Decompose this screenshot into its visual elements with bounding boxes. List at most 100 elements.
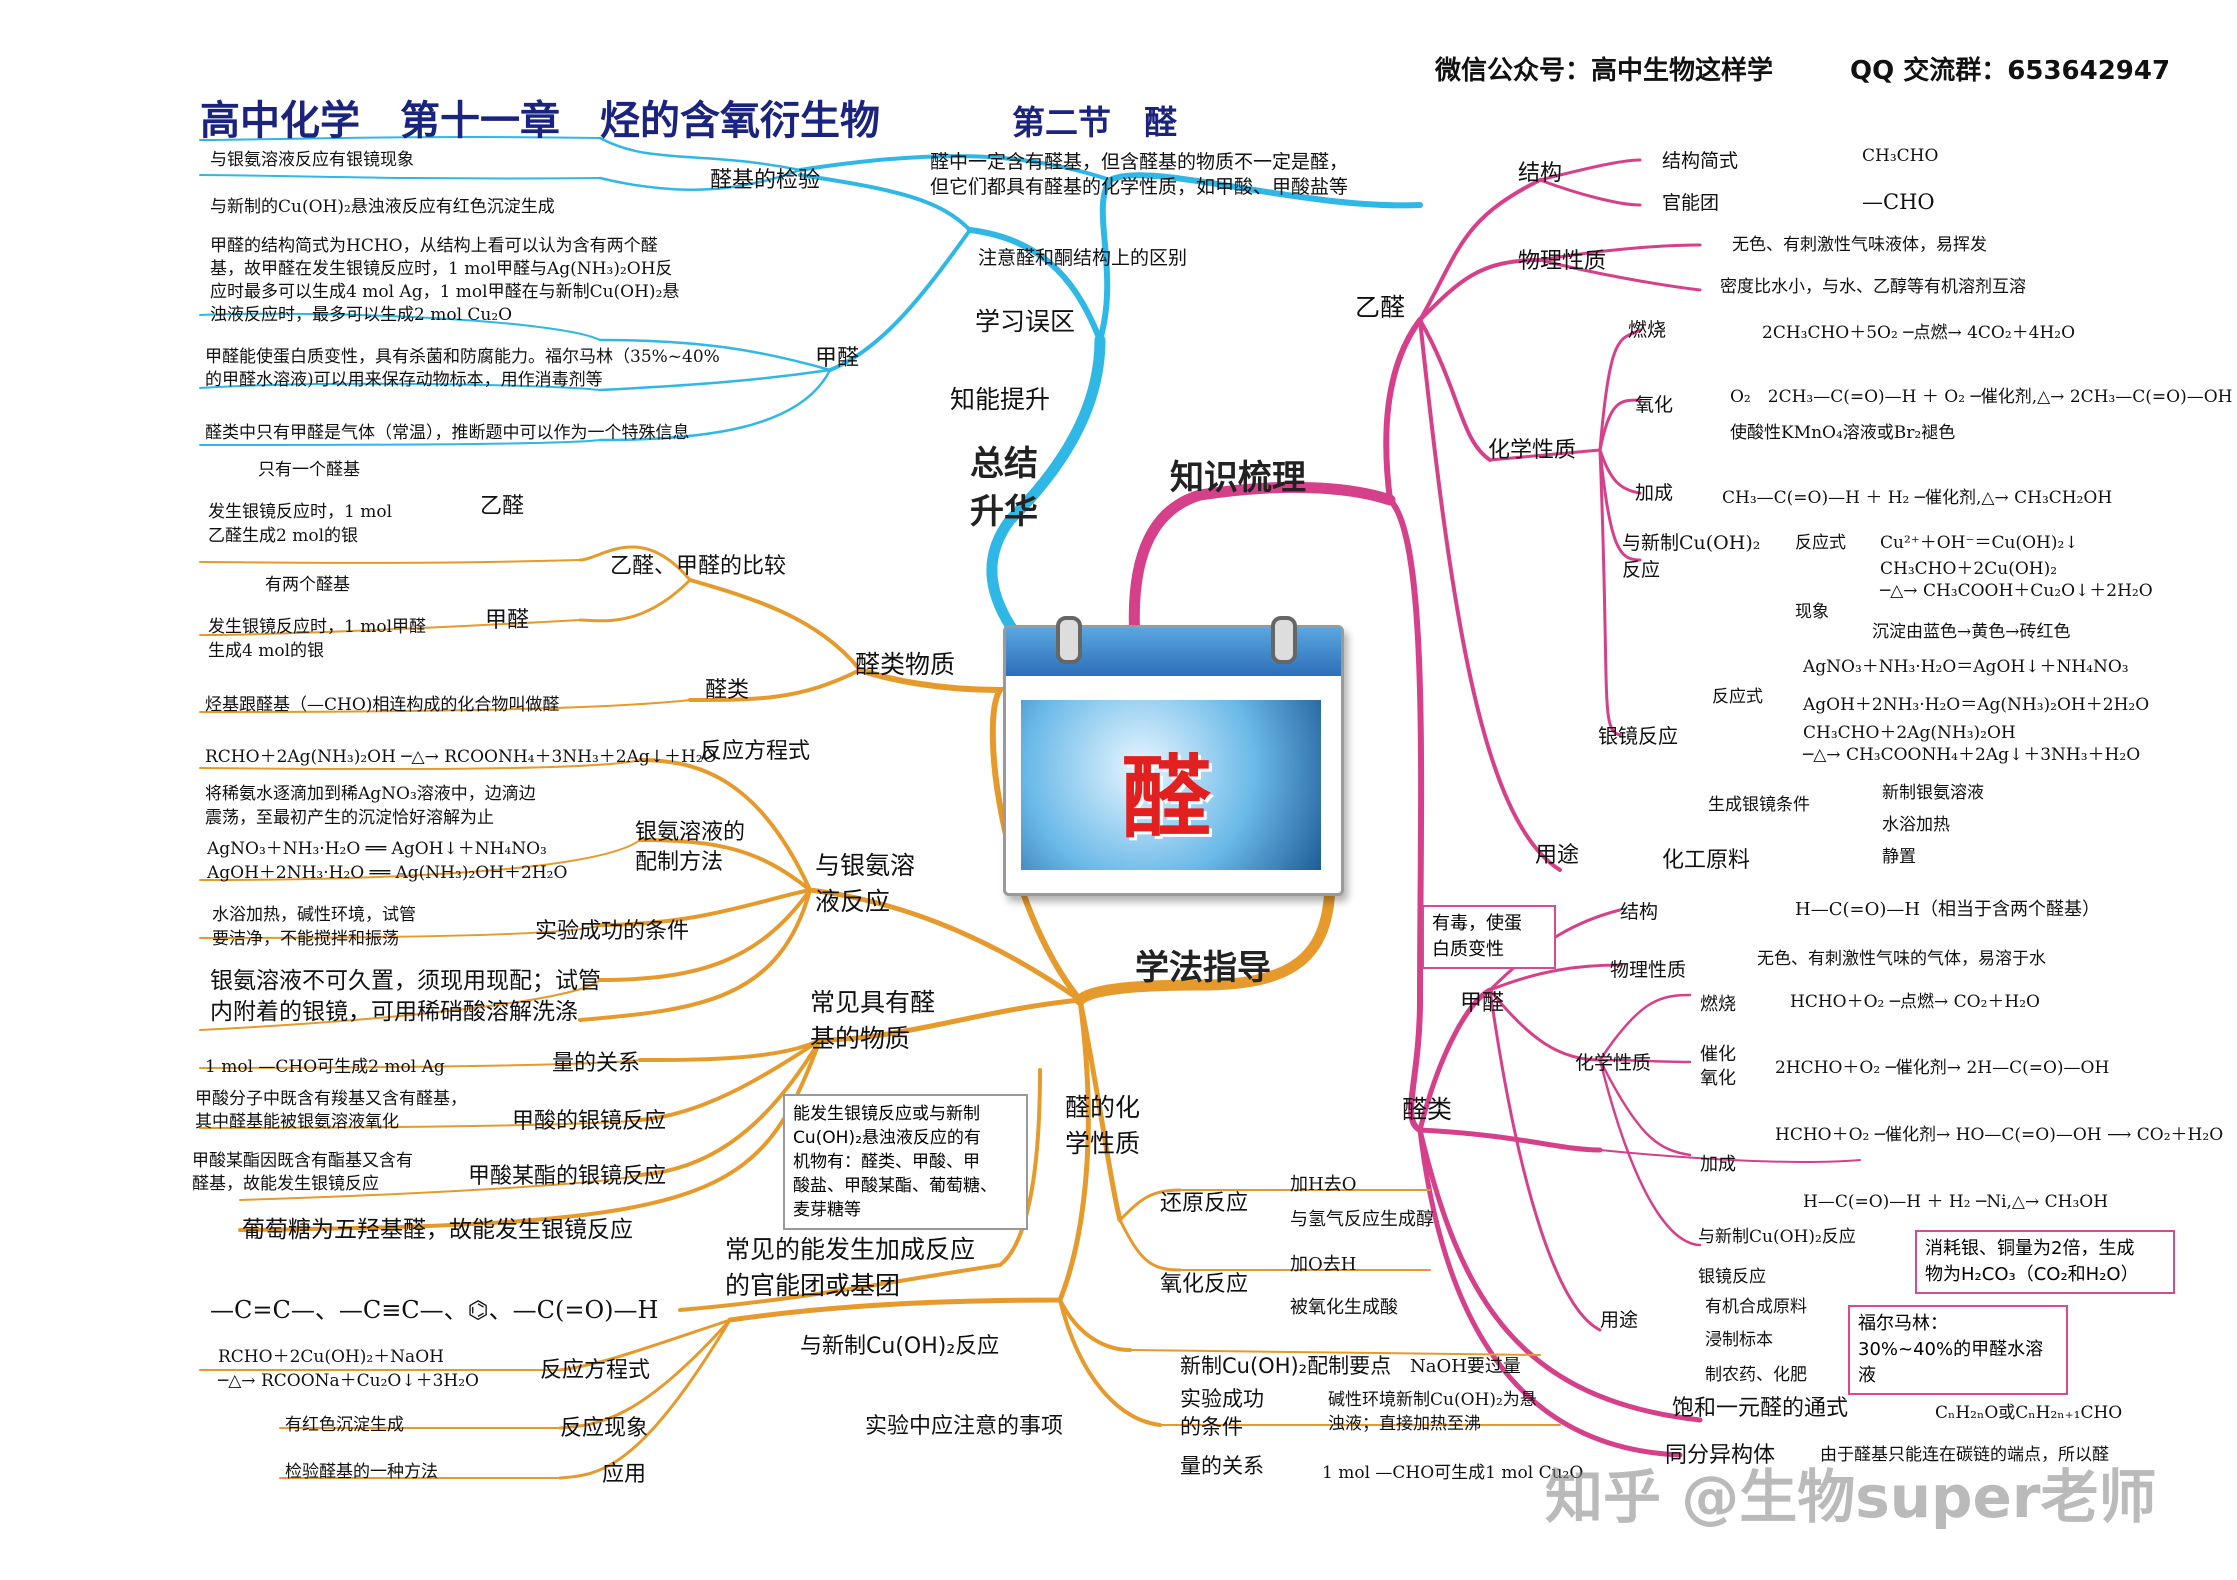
formalin-note: 福尔马林：30%~40%的甲醛水溶液: [1848, 1305, 2068, 1395]
calendar-ring-left: [1056, 616, 1082, 664]
methanal-use-2: 浸制标本: [1705, 1330, 1773, 1350]
glucose-note: 葡萄糖为五羟基醛，故能发生银镜反应: [242, 1217, 633, 1243]
section-title: 第二节 醛: [1012, 103, 1177, 142]
acet-short: CH₃CHO: [1862, 146, 1939, 166]
methanal-add-eq: H—C(=O)—H ＋ H₂ ─Ni,△→ CH₃OH: [1803, 1192, 2109, 1212]
node-formate-silver: 甲酸某酯的银镜反应: [468, 1164, 667, 1189]
copper-qty: 1 mol —CHO可生成1 mol Cu₂O: [1322, 1463, 1584, 1483]
silver-equation: RCHO＋2Ag(NH₃)₂OH ─△→ RCOONH₄＋3NH₃＋2Ag↓＋H…: [205, 747, 717, 767]
node-isomer: 同分异构体: [1665, 1443, 1776, 1468]
node-copper-eq: 反应方程式: [540, 1358, 651, 1383]
methanal-phys: 无色、有刺激性气味的气体，易溶于水: [1757, 949, 2046, 969]
acet-add-eq: CH₃—C(=O)—H ＋ H₂ ─催化剂,△→ CH₃CH₂OH: [1722, 488, 2113, 508]
node-methanal-use: 用途: [1600, 1309, 1639, 1331]
center-label: 醛: [1121, 746, 1211, 851]
oxidation-1: 加O去H: [1290, 1254, 1357, 1275]
acet-cu-phen: 沉淀由蓝色→黄色→砖红色: [1872, 622, 2071, 642]
acet-cu-phen-label: 现象: [1795, 602, 1829, 622]
node-copper-cond: 实验成功的条件: [1180, 1387, 1264, 1439]
acet-silver-eq-label: 反应式: [1712, 687, 1763, 707]
acet-phys-1: 无色、有刺激性气味液体，易挥发: [1732, 235, 1987, 255]
wechat-account: 微信公众号：高中生物这样学: [1435, 56, 1774, 86]
node-aldehyde-chem: 醛的化学性质: [1065, 1093, 1141, 1158]
acet-silver-eq1: AgNO₃＋NH₃·H₂O＝AgOH↓＋NH₄NO₃: [1803, 657, 2129, 677]
node-silver-ammonia: 与银氨溶液反应: [815, 851, 916, 916]
node-aldehyde-class: 醛类: [705, 678, 750, 703]
node-formaldehyde-summary: 甲醛: [815, 346, 860, 371]
node-compare-formaldehyde: 甲醛: [485, 608, 530, 633]
page-title: 高中化学 第十一章 烃的含氧衍生物: [200, 98, 880, 144]
node-misconceptions: 学习误区: [975, 307, 1076, 336]
formic-text: 甲酸分子中既含有羧基又含有醛基，其中醛基能被银氨溶液氧化: [195, 1089, 467, 1132]
knowledge-branches: [1128, 158, 1861, 1458]
acet-silver-cond-2: 水浴加热: [1882, 815, 1950, 835]
node-copper-prep: 新制Cu(OH)₂配制要点: [1180, 1354, 1392, 1378]
silver-note: 银氨溶液不可久置，须现用现配；试管内附着的银镜，可用稀硝酸溶解洗涤: [210, 968, 601, 1025]
hub-method: 学法指导: [1135, 948, 1271, 988]
copper-phen: 有红色沉淀生成: [285, 1415, 404, 1435]
node-methanal-structure: 结构: [1620, 901, 1659, 923]
node-copper-phen: 反应现象: [560, 1416, 649, 1441]
formaldehyde-para-2: 甲醛能使蛋白质变性，具有杀菌和防腐能力。福尔马林（35%~40%的甲醛水溶液)可…: [205, 347, 720, 390]
reduction-1: 加H去O: [1290, 1174, 1357, 1195]
acet-silver-cond-1: 新制银氨溶液: [1882, 783, 1984, 803]
hub-summary: 总结升华: [970, 444, 1038, 532]
methanal-cu-ag-note: 消耗银、铜量为2倍，生成物为H₂CO₃（CO₂和H₂O）: [1915, 1230, 2175, 1294]
node-methanal-chem: 化学性质: [1575, 1052, 1652, 1074]
acet-short-label: 结构简式: [1662, 150, 1739, 172]
node-copper-notes: 实验中应注意的事项: [865, 1414, 1064, 1439]
node-silver-eq: 反应方程式: [700, 739, 811, 764]
silver-prep-text: 将稀氨水逐滴加到稀AgNO₃溶液中，边滴边震荡，至最初产生的沉淀恰好溶解为止: [205, 784, 536, 828]
methanal-burn-label: 燃烧: [1700, 994, 1736, 1015]
form-silver: 发生银镜反应时，1 mol甲醛生成4 mol的银: [208, 617, 427, 661]
acet-silver-cond-label: 生成银镜条件: [1708, 795, 1810, 815]
aldehyde-definition: 烃基跟醛基（—CHO)相连构成的化合物叫做醛: [205, 695, 560, 715]
node-acetaldehyde: 乙醛: [1355, 293, 1406, 322]
acet-cu-eq-label: 反应式: [1795, 533, 1846, 553]
acet-use: 化工原料: [1662, 848, 1751, 873]
acet-burn-eq: 2CH₃CHO＋5O₂ ─点燃→ 4CO₂＋4H₂O: [1762, 323, 2076, 343]
node-silver-prep: 银氨溶液的配制方法: [635, 820, 746, 875]
isomer-text: 由于醛基只能连在碳链的端点，所以醛: [1820, 1445, 2109, 1465]
node-copper-qty: 量的关系: [1180, 1454, 1264, 1478]
acet-silver-eq2: AgOH＋2NH₃·H₂O＝Ag(NH₃)₂OH＋2H₂O: [1803, 695, 2150, 715]
methanal-add-label: 加成: [1700, 1154, 1736, 1175]
calendar-picture: 醛: [1021, 700, 1321, 870]
node-aldehyde-test: 醛基的检验: [710, 168, 821, 193]
addition-groups-formula: —C=C—、—C≡C—、⌬、—C(=O)—H: [210, 1296, 659, 1324]
methanal-cat-label: 催化氧化: [1700, 1044, 1736, 1089]
formate-text: 甲酸某酯因既含有酯基又含有醛基，故能发生银镜反应: [192, 1151, 413, 1194]
copper-prep: NaOH要过量: [1410, 1356, 1521, 1377]
acet-add-label: 加成: [1635, 482, 1674, 504]
node-methanal: 甲醛: [1460, 991, 1505, 1016]
test-copper: 与新制的Cu(OH)₂悬浊液反应有红色沉淀生成: [210, 197, 555, 217]
node-copper-use: 应用: [602, 1462, 647, 1487]
general-formula: CₙH₂ₙO或CₙH₂ₙ₊₁CHO: [1935, 1403, 2123, 1423]
watermark: 知乎 @生物super老师: [1545, 1463, 2157, 1531]
node-common-substances: 常见具有醛基的物质: [810, 988, 936, 1053]
acet-fg-label: 官能团: [1662, 192, 1720, 214]
silver-cond-text: 水浴加热，碱性环境，试管要洁净，不能搅拌和振荡: [212, 905, 416, 949]
node-qty: 量的关系: [552, 1051, 641, 1076]
methanal-cat-eq2: HCHO＋O₂ ─催化剂→ HO—C(=O)—OH ⟶ CO₂＋H₂O: [1775, 1125, 2224, 1145]
node-general-formula: 饱和一元醛的通式: [1672, 1396, 1849, 1421]
node-methanal-phys: 物理性质: [1610, 959, 1687, 981]
acet-kmno4: 使酸性KMnO₄溶液或Br₂褪色: [1730, 423, 1956, 443]
node-acet-use: 用途: [1535, 843, 1580, 868]
acet-cu-eq1: Cu²⁺＋OH⁻＝Cu(OH)₂↓: [1880, 533, 2079, 553]
node-acet-chem: 化学性质: [1488, 438, 1577, 463]
node-reduction: 还原反应: [1160, 1191, 1249, 1216]
node-addition-groups: 常见的能发生加成反应的官能团或基团: [725, 1235, 976, 1300]
node-silver-cond: 实验成功的条件: [535, 919, 690, 944]
acet-fg: —CHO: [1862, 190, 1935, 214]
methanal-cu: 与新制Cu(OH)₂反应: [1698, 1227, 1856, 1247]
oxidation-2: 被氧化生成酸: [1290, 1297, 1398, 1318]
misconception-text-1: 醛中一定含有醛基，但含醛基的物质不一定是醛，但它们都具有醛基的化学性质，如甲酸、…: [930, 151, 1349, 198]
acet-burn-label: 燃烧: [1628, 319, 1667, 341]
node-compare-acetaldehyde: 乙醛: [480, 494, 525, 519]
node-copper: 与新制Cu(OH)₂反应: [800, 1334, 1000, 1359]
node-oxidation: 氧化反应: [1160, 1272, 1249, 1297]
